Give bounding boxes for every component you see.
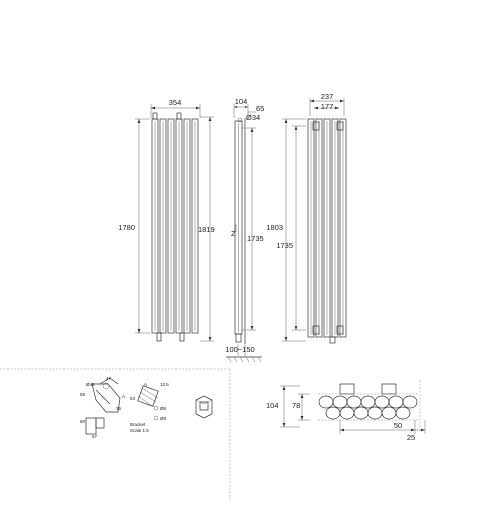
bracket-dim-0: Ø46: [86, 382, 95, 387]
bracket-dim-7: A: [144, 382, 147, 387]
back-height-inner-label: 1735: [276, 241, 293, 250]
side-depth-right-label: 65: [256, 104, 264, 113]
front-width-label: 354: [169, 98, 182, 107]
top-depth-inner-label: 78: [292, 401, 300, 410]
top-view: 104 78 50 25: [266, 380, 426, 442]
bracket-dim-11: Ø8: [160, 416, 167, 421]
bracket-section: [137, 385, 159, 421]
back-width-label: 237: [321, 92, 334, 101]
back-view: 237 177 1803 1735: [266, 92, 347, 344]
bracket-scale: Scale 1:5: [130, 428, 149, 433]
bracket-dim-4: 36: [116, 406, 122, 411]
top-spacing-50-label: 50: [394, 421, 402, 430]
front-view: 354 1780 1819: [118, 98, 215, 342]
bracket-dim-1: 47: [106, 376, 112, 381]
back-inner-width-label: 177: [321, 102, 334, 111]
bracket-detail: Ø46 47 58 A 36 60 57 A 12.5 63 Ø8 Ø8 Bra…: [0, 368, 231, 500]
bracket-dim-6: 57: [92, 434, 98, 439]
side-depth-label: 104: [235, 97, 248, 106]
bracket-profile: [85, 377, 121, 435]
bracket-title: Bracket: [130, 422, 146, 427]
pipe-diameter-label: Ø34: [246, 113, 260, 122]
front-height-left-label: 1780: [118, 223, 135, 232]
bracket-dim-2: 58: [80, 392, 86, 397]
bracket-dim-9: 63: [130, 396, 136, 401]
top-spacing-25-label: 25: [407, 433, 415, 442]
side-height-label: 1735: [247, 234, 264, 243]
side-z-marker: Z: [231, 229, 236, 238]
bracket-dim-3: A: [122, 394, 125, 399]
side-view: 104 65 Ø34 Z 1735 100~150: [225, 97, 264, 363]
top-depth-outer-label: 104: [266, 401, 279, 410]
bracket-3d-icon: [195, 395, 213, 419]
bracket-dim-10: Ø8: [160, 406, 167, 411]
bracket-dim-8: 12.5: [160, 382, 169, 387]
bracket-dim-5: 60: [80, 419, 86, 424]
back-height-outer-label: 1803: [266, 223, 283, 232]
wall-gap-label: 100~150: [225, 345, 254, 354]
front-height-right-label: 1819: [198, 225, 215, 234]
